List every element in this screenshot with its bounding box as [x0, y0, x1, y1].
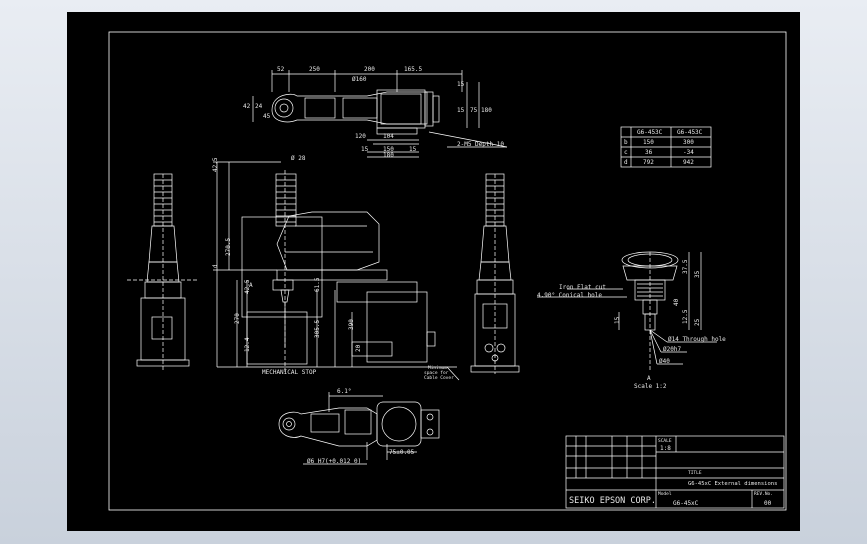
frame-border	[108, 31, 787, 511]
front-dim-mid-1: 61.5	[314, 277, 321, 292]
model-value: G6-45xC	[673, 500, 699, 507]
table-cell: -34	[683, 149, 694, 156]
model-label: Model	[658, 491, 672, 497]
top-under-4: 15	[409, 146, 417, 153]
top-view	[252, 70, 508, 158]
table-cell: b	[624, 139, 628, 146]
company-name: SEIKO EPSON CORP.	[569, 496, 656, 506]
title-scale-label: SCALE	[658, 438, 672, 444]
top-dim-1: 52	[277, 66, 285, 73]
table-cell: c	[624, 149, 628, 156]
detail-callout-1: Ø14 Through hole	[668, 336, 726, 343]
title-scale-value: 1:8	[660, 445, 671, 452]
top-under-3: 15	[361, 146, 369, 153]
top-note: 2-M5 Depth 10	[457, 141, 504, 148]
front-dim-mid-4: 20	[355, 344, 362, 352]
top-side-right-3: 75	[470, 107, 478, 114]
top-dim-3: 200	[364, 66, 375, 73]
cover-note-3: Cable Cover	[424, 375, 454, 381]
front-dim-left-2: 270.5	[225, 238, 232, 256]
top-side-right-2: 15	[457, 107, 465, 114]
detail-view-a	[537, 251, 717, 372]
title-block: SCALE 1:8 TITLE G6-45xC External dimensi…	[565, 435, 785, 509]
cover-note-2: space for	[424, 370, 449, 376]
detail-title: A	[647, 375, 651, 382]
top-under-2: 104	[383, 133, 394, 140]
detail-callout-3: Ø40	[659, 358, 670, 365]
front-stop-label: MECHANICAL STOP	[262, 369, 317, 376]
top-side-right-1: 15	[457, 81, 465, 88]
front-dim-left-4: 270	[234, 313, 241, 324]
front-dim-left-6: 12.4	[244, 337, 251, 352]
table-cell: 300	[683, 139, 694, 146]
detail-left-dim: 15	[614, 316, 621, 324]
top-dia-label: Ø160	[352, 76, 367, 83]
table-cell: 792	[643, 159, 654, 166]
top-dim-2: 250	[309, 66, 320, 73]
front-arrow-label: A	[249, 282, 253, 289]
cad-drawing: 52 250 200 165.5 Ø160 42 24 45 15 15 75 …	[108, 31, 787, 511]
detail-right-dim-2: 35	[694, 270, 701, 278]
title-value: G6-45xC External dimensions	[688, 481, 777, 487]
bottom-hole: Ø6 H7(+0.012 0)	[307, 458, 361, 465]
front-dim-mid-3: 390	[348, 319, 355, 330]
top-side-left-2: 24	[255, 103, 263, 110]
left-side-view	[127, 173, 199, 372]
detail-right-dim-1: 37.5	[682, 259, 689, 274]
detail-right-dim-4: 12.5	[682, 309, 689, 324]
top-side-left-1: 42	[243, 103, 251, 110]
front-dim-left-3: d	[212, 264, 219, 268]
detail-right-dim-3: 40	[673, 298, 680, 306]
table-cell: 150	[643, 139, 654, 146]
cover-note-1: Minimum	[428, 365, 447, 371]
rev-value: 00	[764, 500, 772, 507]
detail-label-2: 4.90° Conical hole	[537, 292, 602, 299]
detail-scale: Scale 1:2	[634, 383, 667, 390]
front-dim-left-1: 42.5	[212, 157, 219, 172]
bottom-top-dim: 6.1°	[337, 388, 351, 395]
table-header-1: G6-453C	[637, 129, 663, 136]
top-under-5: 150	[383, 146, 394, 153]
table-header-2: G6-453C	[677, 129, 703, 136]
right-side-view	[470, 173, 520, 374]
bottom-dim2: 75±0.05	[389, 449, 415, 456]
drawing-sheet: 52 250 200 165.5 Ø160 42 24 45 15 15 75 …	[67, 12, 800, 531]
top-side-left-3: 45	[263, 113, 271, 120]
top-dim-4: 165.5	[404, 66, 422, 73]
top-under-6: 180	[383, 152, 394, 159]
dimension-table: G6-453C G6-453C b 150 300 c 36 -34 d 792…	[620, 126, 712, 168]
detail-right-dim-5: 25	[694, 318, 701, 326]
top-side-right-4: 180	[481, 107, 492, 114]
table-cell: d	[624, 159, 628, 166]
front-dia-top: Ø 28	[291, 155, 306, 162]
front-dim-mid-2: 305.5	[314, 320, 321, 338]
top-under-1: 120	[355, 133, 366, 140]
front-dim-left-5: 42.5	[244, 279, 251, 294]
bottom-view	[278, 392, 440, 465]
detail-label-1: Iron Flat cut	[559, 284, 606, 291]
detail-callout-2: Ø20h7	[663, 346, 681, 353]
front-view	[213, 161, 460, 381]
table-cell: 36	[645, 149, 653, 156]
table-cell: 942	[683, 159, 694, 166]
title-label: TITLE	[688, 470, 702, 476]
rev-label: REV.No.	[754, 491, 773, 497]
